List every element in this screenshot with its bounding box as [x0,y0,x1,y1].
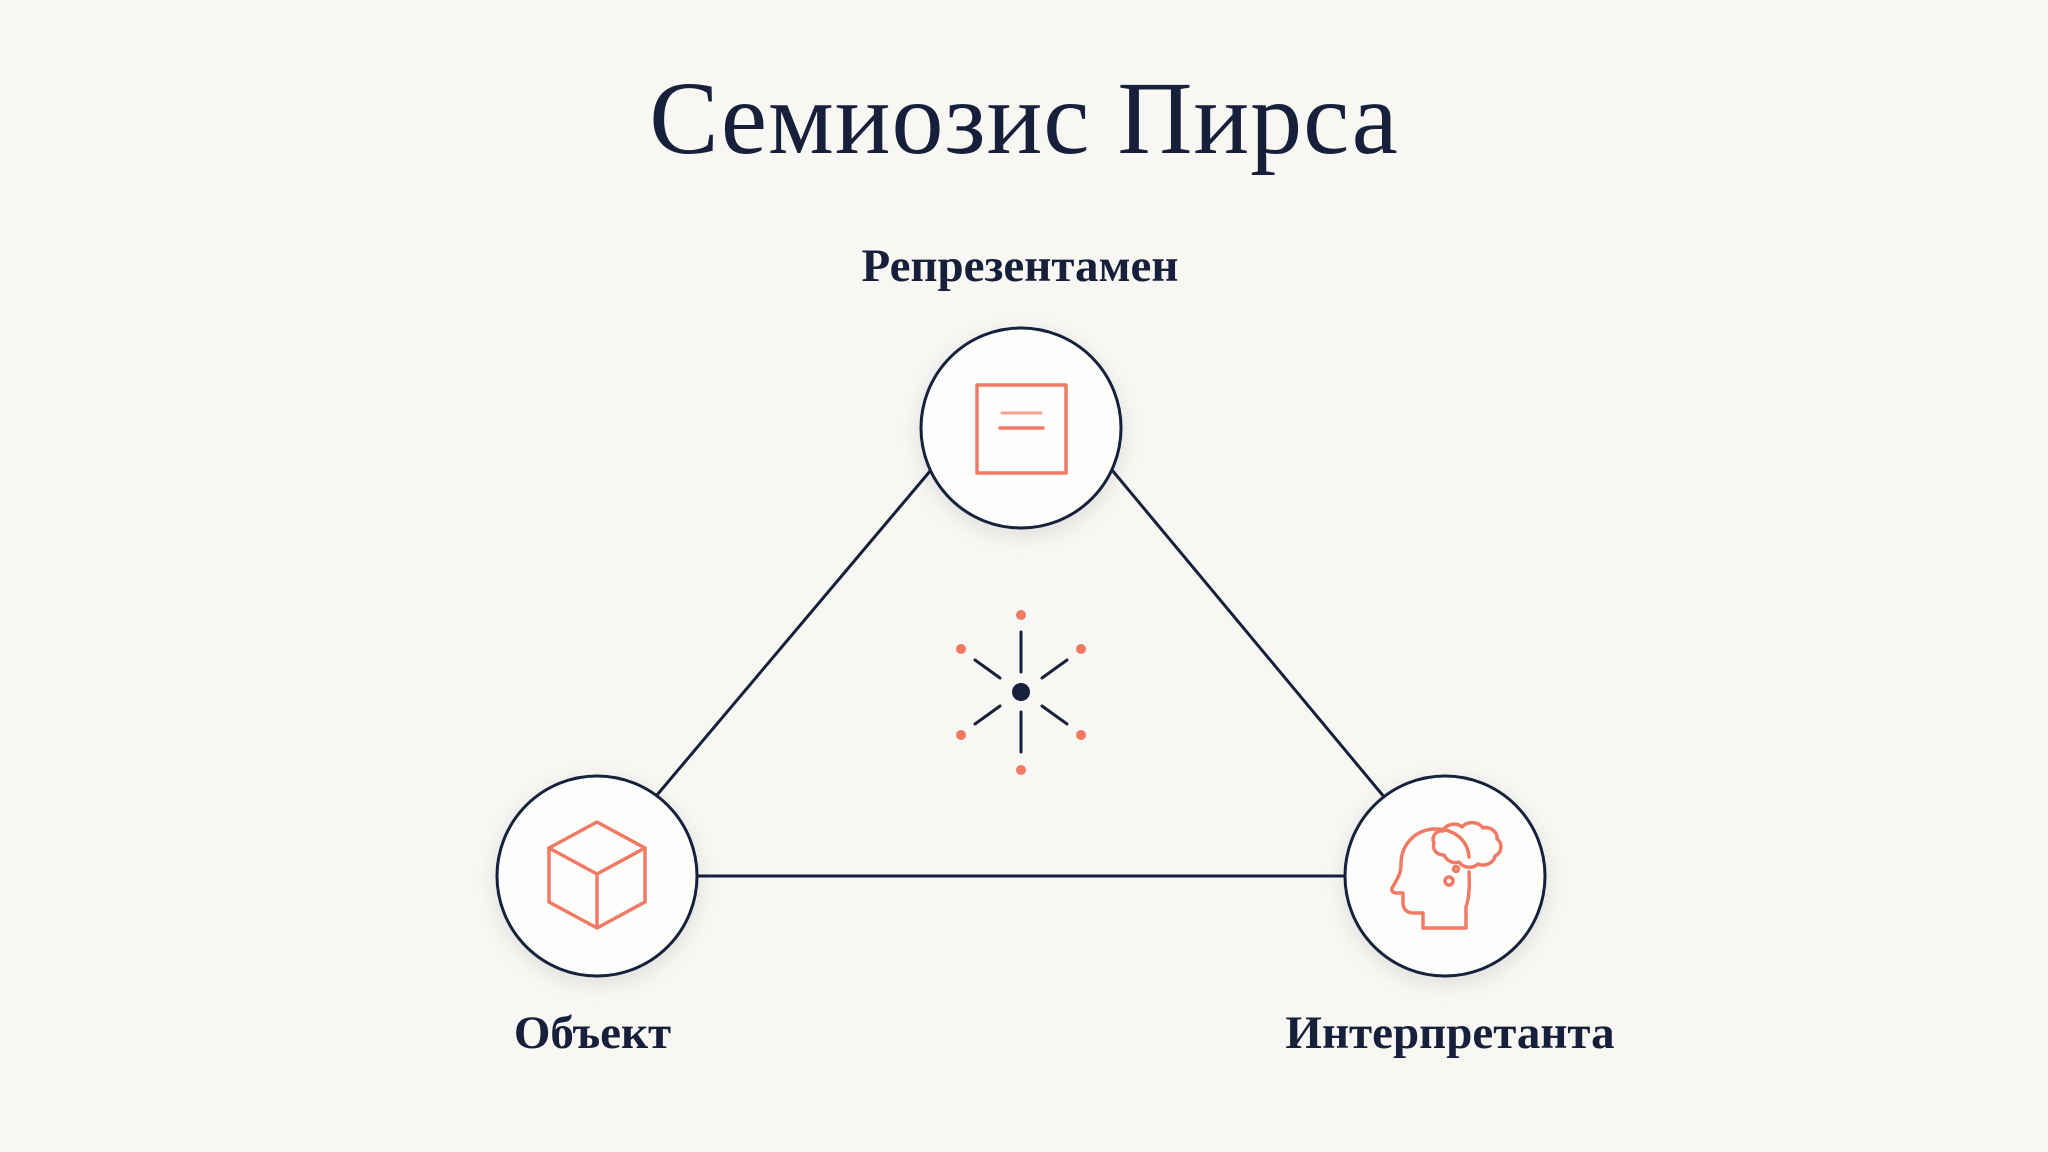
cube-icon [547,820,647,930]
page-title: Семиозис Пирса [649,61,1399,176]
node-representamen [919,326,1123,530]
label-interpretant: Интерпретанта [1285,1007,1615,1059]
document-icon [975,383,1068,475]
thinking-head-icon [1390,820,1503,930]
edge-representamen-interpretant [1110,468,1387,800]
node-interpretant [1343,774,1547,978]
label-representamen: Репрезентамен [861,240,1179,292]
sparkle-icon [956,610,1086,775]
node-object [495,774,699,978]
edge-representamen-object [655,468,933,797]
label-object: Объект [513,1007,672,1059]
